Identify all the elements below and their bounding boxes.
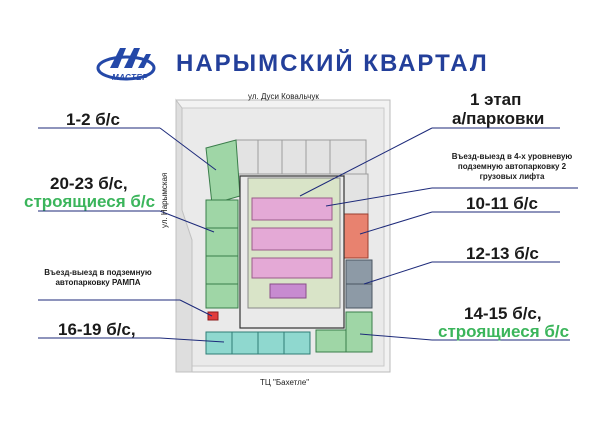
label-20-23-status: строящиеся б/с [24,192,156,211]
building-14-15 [345,311,373,353]
top-buildings [235,139,367,175]
building-10-11 [343,213,369,259]
label-entry-left: Въезд-выезд в подземную автопарковку РАМ… [44,268,152,287]
street-left: ул. Нарымская [160,172,169,228]
label-16-19: 16-19 б/с, [58,320,136,339]
label-1-2: 1-2 б/с [66,110,120,129]
page-title: НАРЫМСКИЙ КВАРТАЛ [176,50,489,77]
label-entry-right: Въезд-выезд в 4-х уровневую подземную ав… [451,152,573,181]
label-14-15: 14-15 б/с, [464,304,542,323]
logo-text: МАСТЕР [112,73,149,82]
label-12-13: 12-13 б/с [466,244,539,263]
street-top: ул. Дуси Ковальчук [248,92,319,101]
label-14-15-status: строящиеся б/с [438,322,570,341]
building-1-2 [205,139,241,205]
label-20-23: 20-23 б/с, [50,174,128,193]
label-stage1-line2: а/парковки [452,109,545,128]
label-10-11: 10-11 б/с [466,194,538,213]
label-stage1-line1: 1 этап [470,90,522,109]
street-bottom: ТЦ "Бахетле" [260,378,310,387]
parking-stage1 [251,197,333,221]
company-logo [96,44,156,84]
ramp-marker [207,311,219,321]
building-20-23 [205,199,239,309]
